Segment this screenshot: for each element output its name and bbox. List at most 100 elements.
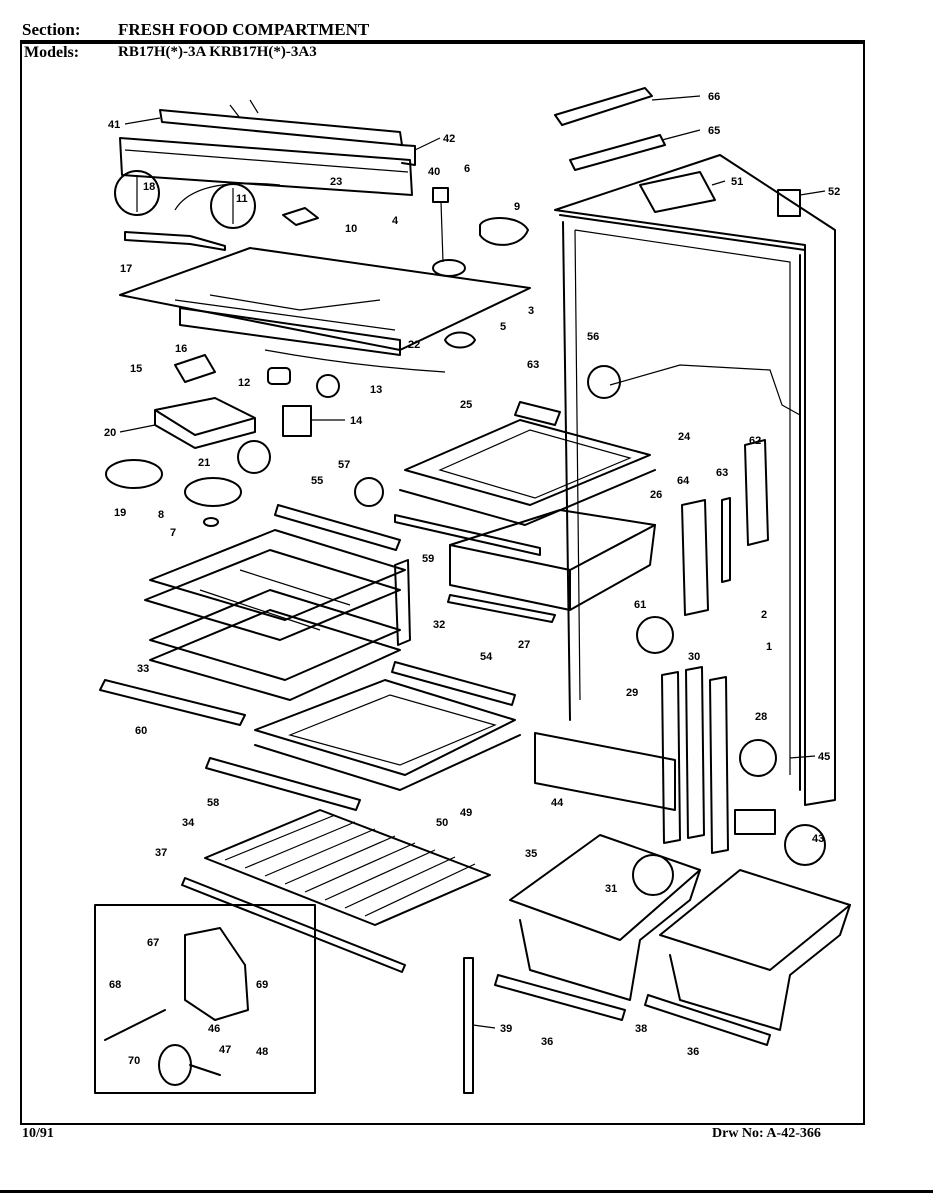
callout-38: 38 xyxy=(635,1023,647,1035)
part-10 xyxy=(282,207,319,226)
callout-45: 45 xyxy=(818,751,830,763)
part-60 xyxy=(99,679,246,726)
part-55 xyxy=(274,504,401,551)
callout-9: 9 xyxy=(514,201,520,213)
callout-44: 44 xyxy=(551,797,564,809)
callout-22: 22 xyxy=(408,339,420,351)
part-33-shelf-set xyxy=(144,529,406,701)
drawing-number: Drw No: A-42-366 xyxy=(712,1126,821,1141)
part-32-bracket xyxy=(394,559,411,646)
callout-27: 27 xyxy=(518,639,530,651)
callout-30: 30 xyxy=(688,651,700,663)
part-25-shelf xyxy=(399,419,656,526)
callout-3: 3 xyxy=(528,305,534,317)
callout-5: 5 xyxy=(500,321,506,333)
part-35-crisper-right xyxy=(659,869,851,1031)
callout-46: 46 xyxy=(208,1023,220,1035)
callout-34: 34 xyxy=(182,817,195,829)
part-45-detail xyxy=(739,739,777,777)
callout-67: 67 xyxy=(147,937,159,949)
part-65 xyxy=(569,134,666,171)
part-18-detail xyxy=(114,170,160,216)
bottom-rule xyxy=(0,1190,933,1193)
header-rule xyxy=(20,40,865,42)
callout-70: 70 xyxy=(128,1055,140,1067)
callout-42: 42 xyxy=(443,133,455,145)
section-label: Section: xyxy=(22,20,81,39)
callout-58: 58 xyxy=(207,797,219,809)
callout-17: 17 xyxy=(120,263,132,275)
callout-15: 15 xyxy=(130,363,142,375)
part-13-bulb xyxy=(316,374,340,398)
part-15 xyxy=(174,354,216,383)
part-59 xyxy=(394,514,541,556)
part-58 xyxy=(205,757,361,811)
callout-32: 32 xyxy=(433,619,445,631)
callout-61: 61 xyxy=(634,599,646,611)
callout-36-left: 36 xyxy=(541,1036,553,1048)
callout-50: 50 xyxy=(436,817,448,829)
part-49-shelf xyxy=(254,679,521,791)
callout-49: 49 xyxy=(460,807,472,819)
part-30 xyxy=(685,666,705,839)
part-43-detail xyxy=(784,824,826,866)
part-62 xyxy=(744,439,769,546)
callout-40: 40 xyxy=(428,166,440,178)
models-value: RB17H(*)-3A KRB17H(*)-3A3 xyxy=(118,44,317,60)
callout-64: 64 xyxy=(677,475,690,487)
callout-18: 18 xyxy=(143,181,155,193)
callout-28: 28 xyxy=(755,711,767,723)
refrigerator-cabinet xyxy=(554,154,836,806)
callout-6: 6 xyxy=(464,163,470,175)
part-17 xyxy=(124,231,226,251)
part-21-detail xyxy=(237,440,271,474)
part-31-detail xyxy=(632,854,674,896)
part-43-cover xyxy=(734,809,776,835)
callout-12: 12 xyxy=(238,377,250,389)
part-23-wire xyxy=(174,182,281,211)
part-22-wire xyxy=(264,349,446,373)
part-37 xyxy=(181,877,406,973)
part-20 xyxy=(154,397,256,449)
callout-8: 8 xyxy=(158,509,164,521)
part-66 xyxy=(554,87,653,126)
footer-date: 10/91 xyxy=(22,1126,54,1141)
callout-4: 4 xyxy=(392,215,399,227)
callout-25: 25 xyxy=(460,399,472,411)
callout-62: 62 xyxy=(749,435,761,447)
part-40-housing xyxy=(119,137,416,196)
callout-59: 59 xyxy=(422,553,434,565)
callout-21: 21 xyxy=(198,457,210,469)
models-label: Models: xyxy=(24,44,80,61)
part-51 xyxy=(639,171,716,213)
part-52 xyxy=(777,189,801,217)
part-35-crisper-left xyxy=(509,834,701,1001)
callout-33: 33 xyxy=(137,663,149,675)
callout-13: 13 xyxy=(370,384,382,396)
part-54 xyxy=(391,661,516,706)
part-28 xyxy=(709,676,729,854)
part-63-rail xyxy=(721,497,731,583)
callout-52: 52 xyxy=(828,186,840,198)
callout-48: 48 xyxy=(256,1046,268,1058)
callout-56: 56 xyxy=(587,331,599,343)
diagram-frame xyxy=(20,42,865,1125)
part-5 xyxy=(444,331,476,349)
part-12 xyxy=(267,367,291,385)
callout-7: 7 xyxy=(170,527,176,539)
callout-35: 35 xyxy=(525,848,537,860)
part-61-detail xyxy=(636,616,674,654)
callout-57: 57 xyxy=(338,459,350,471)
callout-51: 51 xyxy=(731,176,743,188)
part-34-glass-shelf xyxy=(204,809,491,926)
callout-63-top: 63 xyxy=(527,359,539,371)
callout-14: 14 xyxy=(350,415,363,427)
callout-36-right: 36 xyxy=(687,1046,699,1058)
part-9 xyxy=(479,217,529,246)
hinge-inset xyxy=(94,904,316,1094)
callout-10: 10 xyxy=(345,223,357,235)
callout-26: 26 xyxy=(650,489,662,501)
callout-39: 39 xyxy=(500,1023,512,1035)
callout-47: 47 xyxy=(219,1044,231,1056)
